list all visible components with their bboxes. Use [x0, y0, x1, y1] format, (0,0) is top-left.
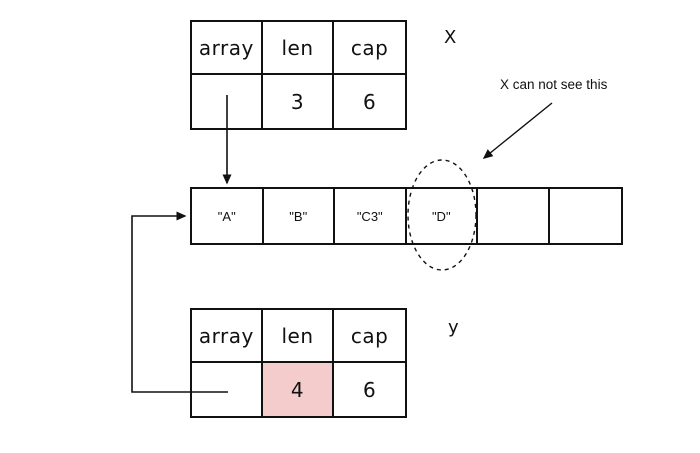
- slice-y-table: array len cap 4 6: [190, 308, 407, 418]
- annotation-arrow: [482, 102, 553, 159]
- slice-y-label: y: [448, 317, 459, 338]
- backing-array: "A" "B" "C3" "D": [190, 187, 623, 245]
- slice-y-array-pointer-cell: [192, 363, 263, 416]
- slice-y-array-header: array: [192, 310, 263, 363]
- backing-array-cell-4: [478, 189, 550, 243]
- slice-x-array-pointer-cell: [192, 75, 263, 128]
- slice-x-len-header: len: [262, 22, 335, 75]
- slice-x-label: X: [444, 27, 457, 48]
- backing-array-cell-0: "A": [192, 189, 264, 243]
- slice-x-len-value: 3: [263, 75, 335, 128]
- slice-x-array-header: array: [192, 22, 263, 75]
- backing-array-cell-5: [550, 189, 622, 243]
- slice-x-table: array len cap 3 6: [190, 20, 407, 130]
- slice-y-cap-value: 6: [363, 377, 377, 402]
- slice-y-len-header: len: [262, 310, 335, 363]
- slice-x-cap-header: cap: [334, 22, 405, 75]
- annotation-text: X can not see this: [500, 77, 608, 92]
- slice-y-len-value: 4: [262, 363, 335, 416]
- slice-x-cap-value: 6: [363, 89, 377, 114]
- backing-array-cell-2: "C3": [335, 189, 407, 243]
- slice-y-cap-header: cap: [334, 310, 405, 363]
- backing-array-cell-1: "B": [264, 189, 335, 243]
- backing-array-cell-3: "D": [407, 189, 478, 243]
